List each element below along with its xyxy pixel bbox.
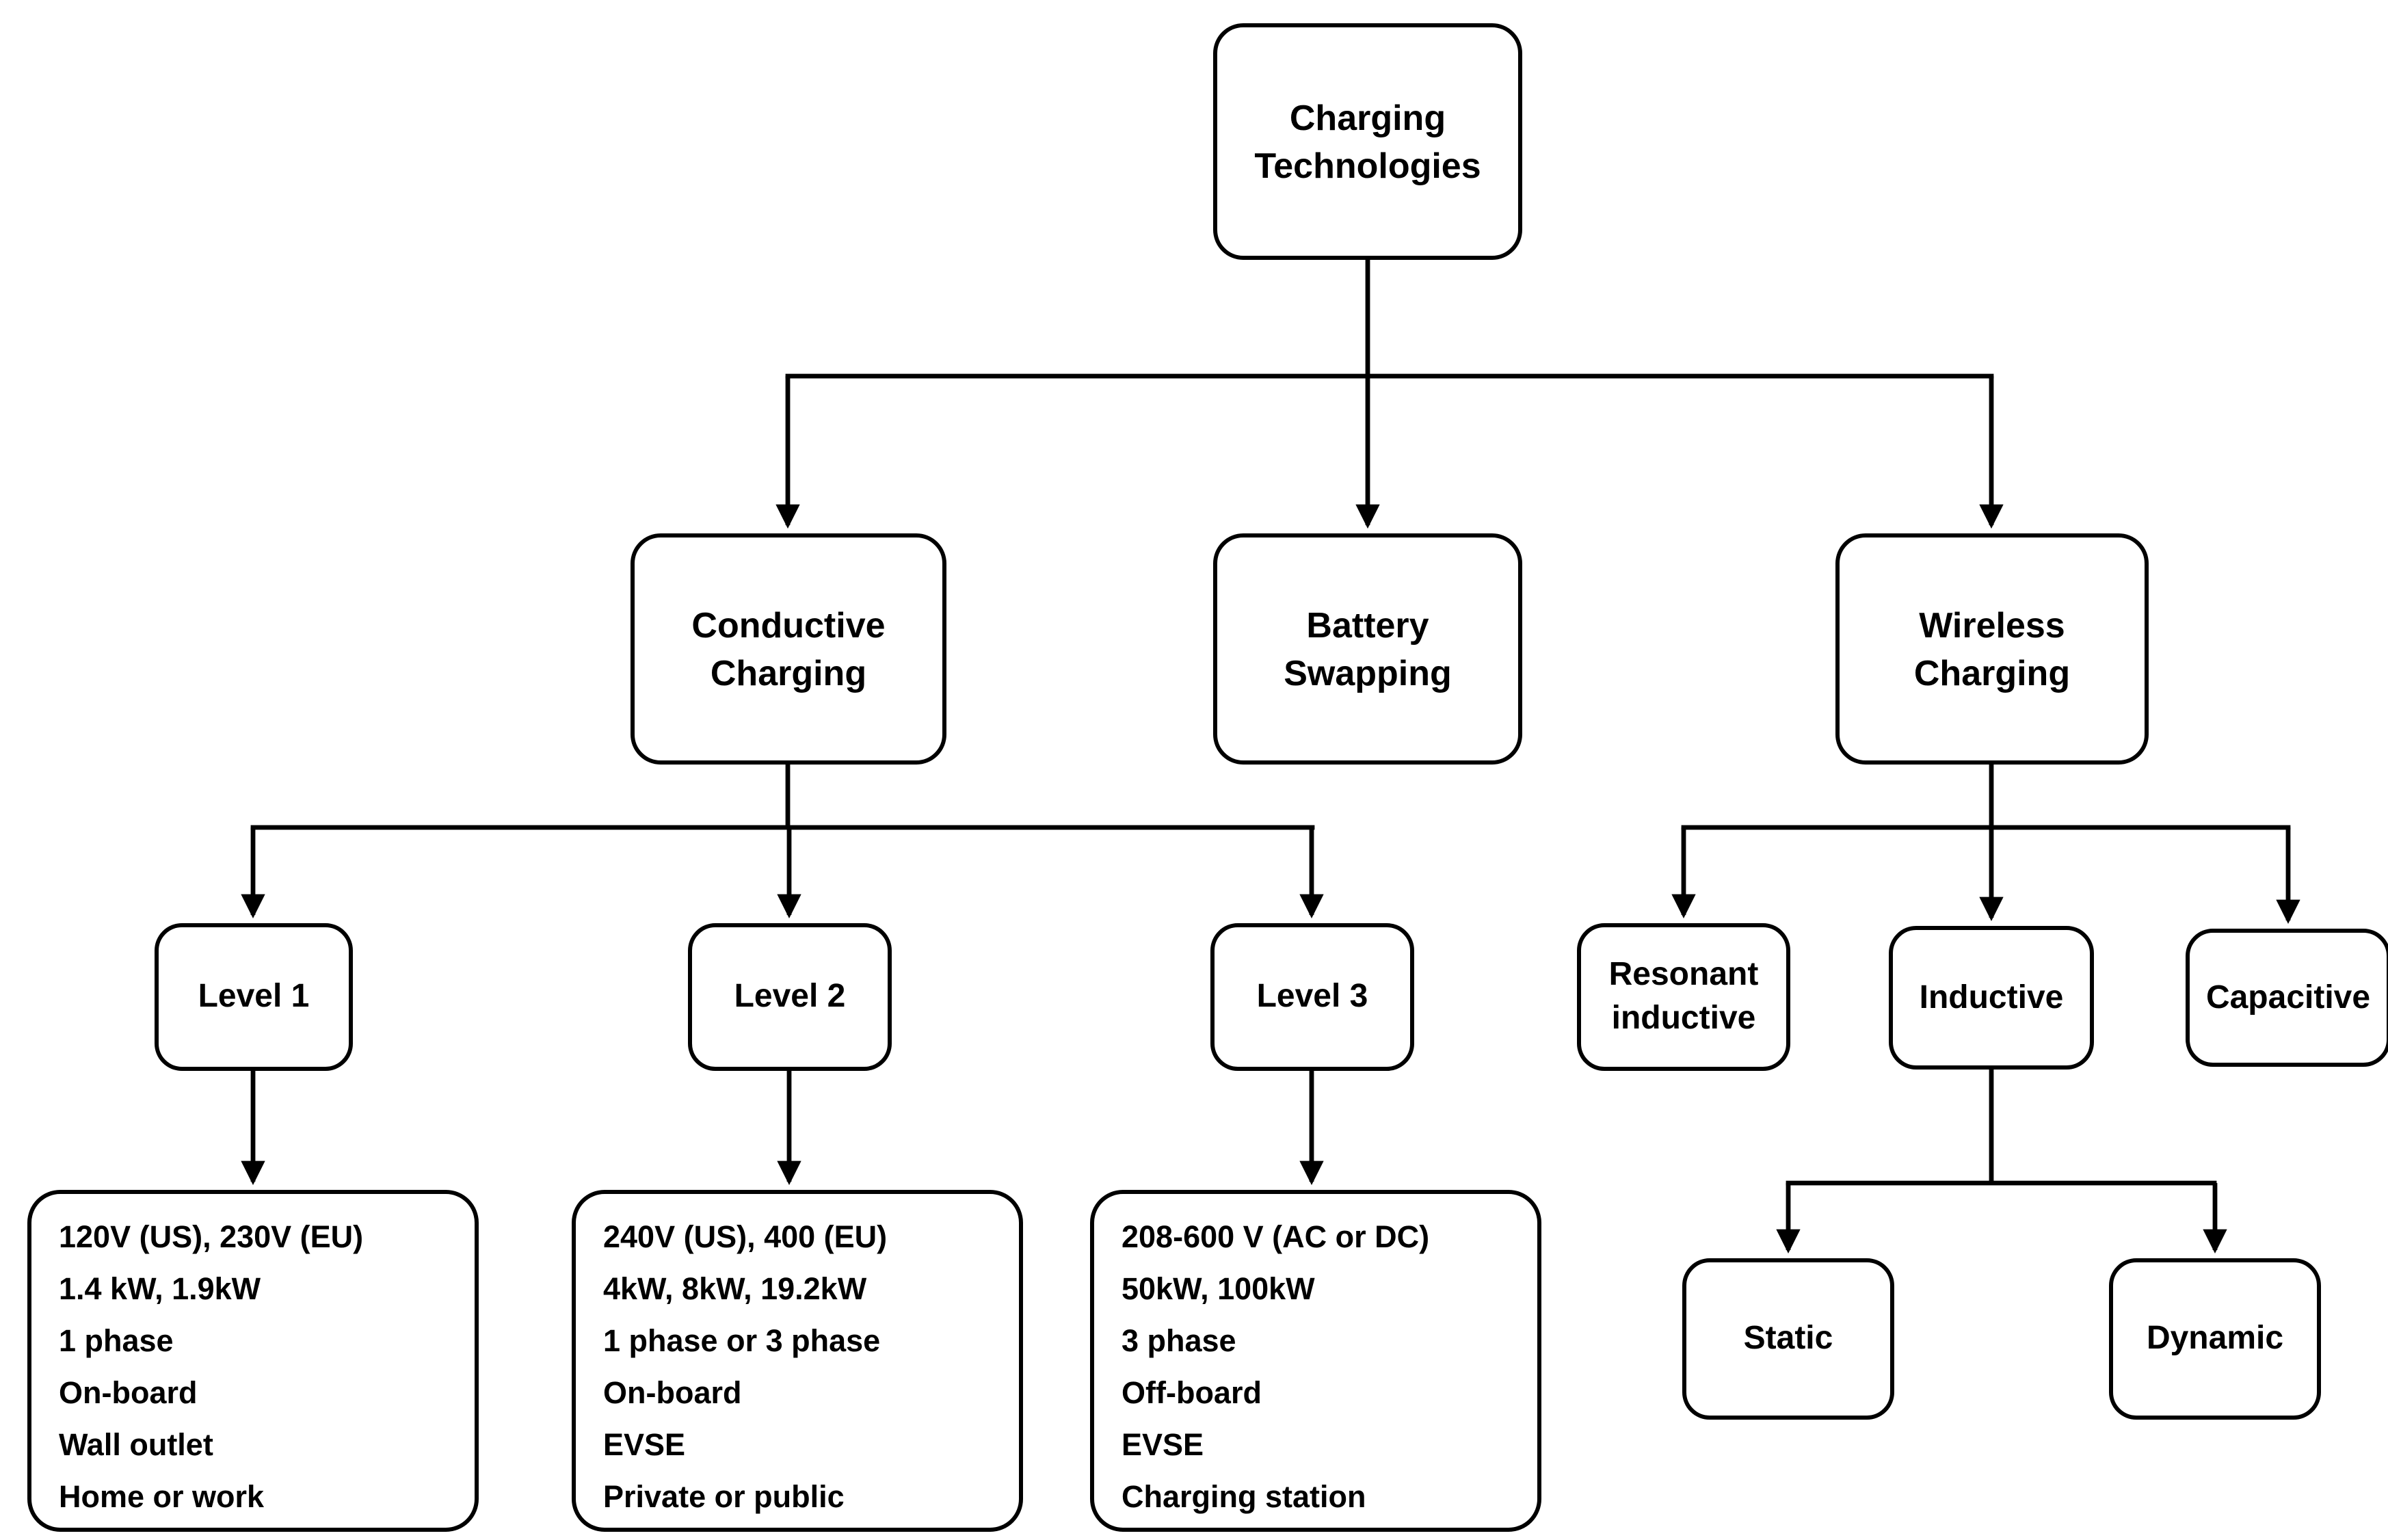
node-level-3: Level 3 — [1210, 923, 1414, 1071]
node-battery-swapping: Battery Swapping — [1213, 533, 1522, 765]
detail-box-level-2: 240V (US), 400 (EU) 4kW, 8kW, 19.2kW 1 p… — [572, 1190, 1023, 1532]
node-level-2-label: Level 2 — [734, 978, 846, 1015]
node-dynamic: Dynamic — [2109, 1258, 2321, 1420]
detail-line: Private or public — [603, 1480, 845, 1514]
detail-box-level-1: 120V (US), 230V (EU) 1.4 kW, 1.9kW 1 pha… — [27, 1190, 479, 1532]
node-charging-technologies: Charging Technologies — [1213, 23, 1522, 260]
node-conductive-charging-label: Conductive Charging — [691, 605, 886, 693]
node-static-label: Static — [1743, 1320, 1833, 1357]
detail-line: On-board — [59, 1376, 198, 1410]
detail-line: Charging station — [1122, 1480, 1366, 1514]
detail-line: 3 phase — [1122, 1324, 1236, 1358]
node-inductive-label: Inductive — [1919, 979, 2064, 1016]
detail-line: 50kW, 100kW — [1122, 1272, 1315, 1306]
node-level-1-label: Level 1 — [198, 978, 310, 1015]
node-static: Static — [1682, 1258, 1894, 1420]
detail-box-level-3: 208-600 V (AC or DC) 50kW, 100kW 3 phase… — [1090, 1190, 1541, 1532]
detail-line: 1.4 kW, 1.9kW — [59, 1272, 261, 1306]
detail-line: 240V (US), 400 (EU) — [603, 1220, 888, 1254]
node-wireless-charging-label: Wireless Charging — [1913, 605, 2071, 693]
detail-line: EVSE — [1122, 1428, 1204, 1462]
node-conductive-charging: Conductive Charging — [631, 533, 946, 765]
node-level-1: Level 1 — [155, 923, 353, 1071]
detail-line: 1 phase or 3 phase — [603, 1324, 881, 1358]
node-level-3-label: Level 3 — [1256, 978, 1368, 1015]
node-charging-technologies-label: Charging Technologies — [1254, 97, 1481, 185]
detail-line: Off-board — [1122, 1376, 1262, 1410]
node-capacitive: Capacitive — [2186, 929, 2388, 1067]
node-battery-swapping-label: Battery Swapping — [1284, 605, 1452, 693]
node-resonant-inductive: Resonant inductive — [1577, 923, 1790, 1071]
detail-line: EVSE — [603, 1428, 686, 1462]
detail-line: 1 phase — [59, 1324, 174, 1358]
node-dynamic-label: Dynamic — [2146, 1320, 2284, 1357]
node-inductive: Inductive — [1889, 926, 2094, 1070]
detail-line: Home or work — [59, 1480, 265, 1514]
node-wireless-charging: Wireless Charging — [1835, 533, 2149, 765]
detail-line: 4kW, 8kW, 19.2kW — [603, 1272, 867, 1306]
detail-line: Wall outlet — [59, 1428, 213, 1462]
node-level-2: Level 2 — [688, 923, 892, 1071]
node-capacitive-label: Capacitive — [2205, 979, 2371, 1016]
node-resonant-inductive-label: Resonant inductive — [1608, 956, 1759, 1037]
detail-line: On-board — [603, 1376, 742, 1410]
detail-line: 208-600 V (AC or DC) — [1122, 1220, 1430, 1254]
detail-line: 120V (US), 230V (EU) — [59, 1220, 364, 1254]
